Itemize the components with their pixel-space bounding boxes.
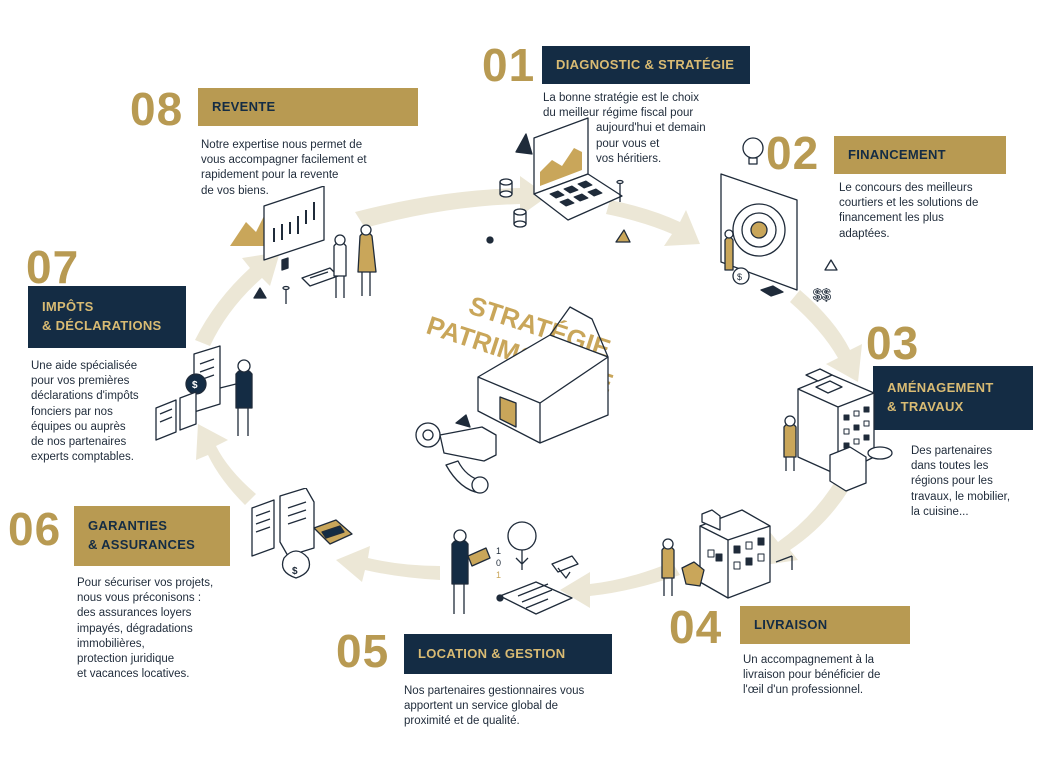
step-06-text-line: et vacances locatives. — [77, 668, 190, 681]
step-07-description: Une aide spécialisée pour vos premières … — [31, 359, 139, 465]
step-05-number: 05 — [336, 625, 390, 677]
step-06-label-text: GARANTIES — [88, 518, 168, 534]
step-05-label-text: LOCATION & GESTION — [418, 645, 566, 661]
step-08-text-line: de vos biens. — [201, 184, 269, 197]
step-04-description: Un accompagnement à la livraison pour bé… — [743, 653, 880, 699]
step-02-text-line: Le concours des meilleurs — [839, 182, 973, 194]
step-03-label: AMÉNAGEMENT & TRAVAUX — [873, 366, 1033, 430]
rental-keys-icon: 1 0 1 — [451, 521, 579, 615]
step-06-text-line: des assurances loyers — [77, 607, 192, 620]
step-01-text-line: vos héritiers. — [596, 152, 662, 165]
step-06-text-line: impayés, dégradations — [77, 622, 193, 635]
svg-text:1: 1 — [496, 546, 501, 556]
step-02-text-line: courtiers et les solutions de — [839, 197, 979, 210]
step-05-text-line: Nos partenaires gestionnaires vous — [404, 685, 585, 697]
step-04-text-line: l'œil d'un professionnel. — [743, 684, 864, 697]
step-01-description: La bonne stratégie est le choix du meill… — [543, 91, 706, 167]
step-02-text-line: adaptées. — [839, 227, 890, 240]
house-delivery-icon — [661, 509, 793, 599]
step-03-description: Des partenaires dans toutes les régions … — [911, 444, 1010, 520]
step-02-text-line: financement les plus — [839, 212, 944, 225]
step-08-label: REVENTE — [198, 88, 418, 126]
step-06-number: 06 — [8, 503, 62, 555]
svg-text:$: $ — [737, 272, 742, 282]
building-works-icon — [783, 368, 893, 492]
step-02-label-text: FINANCEMENT — [848, 146, 946, 162]
step-07-text-line: déclarations d'impôts — [31, 390, 139, 403]
step-07-text-line: fonciers par nos — [31, 405, 113, 418]
step-08-label-text: REVENTE — [212, 98, 276, 114]
step-03-text-line: régions pour les — [911, 475, 993, 488]
step-03-text-line: la cuisine... — [911, 505, 969, 518]
svg-text:0: 0 — [496, 558, 501, 568]
step-07-label-text: IMPÔTS — [42, 299, 94, 315]
step-04-text-line: Un accompagnement à la — [743, 654, 875, 666]
step-03-number: 03 — [866, 317, 920, 369]
step-06-label: GARANTIES & ASSURANCES — [74, 506, 230, 566]
step-01-text-line: du meilleur régime fiscal pour — [543, 107, 694, 120]
step-06-text-line: Pour sécuriser vos projets, — [77, 577, 214, 589]
step-07-text-line: experts comptables. — [31, 451, 134, 464]
step-01-text-line: aujourd'hui et demain — [596, 122, 706, 135]
step-01-text-line: La bonne stratégie est le choix — [543, 92, 699, 104]
step-08-description: Notre expertise nous permet de vous acco… — [201, 138, 367, 199]
step-02-number: 02 — [766, 127, 820, 179]
step-08-text-line: rapidement pour la revente — [201, 169, 339, 182]
svg-text:$: $ — [192, 380, 198, 391]
house-key-icon — [415, 306, 609, 494]
svg-text:1: 1 — [496, 570, 501, 580]
step-01-number: 01 — [482, 39, 536, 91]
step-04-label: LIVRAISON — [740, 606, 910, 644]
step-07-label: IMPÔTS & DÉCLARATIONS — [28, 286, 186, 348]
laptop-chart-icon — [486, 117, 631, 244]
step-04-label-text: LIVRAISON — [754, 616, 828, 632]
step-07-text-line: équipes ou auprès — [31, 420, 126, 433]
insurance-documents-icon: $ — [251, 488, 353, 579]
step-03-label-text-2: & TRAVAUX — [887, 399, 964, 414]
step-01-text-line: pour vous et — [596, 137, 660, 150]
step-07-text-line: de nos partenaires — [31, 436, 127, 449]
step-04-text-line: livraison pour bénéficier de — [743, 669, 881, 682]
step-08-text-line: Notre expertise nous permet de — [201, 139, 363, 151]
tax-declaration-icon: $ — [155, 345, 253, 441]
svg-text:$$: $$ — [813, 287, 831, 304]
step-03-text-line: travaux, le mobilier, — [911, 490, 1011, 503]
step-05-text-line: proximité et de qualité. — [404, 715, 520, 728]
step-01-label-text: DIAGNOSTIC & STRATÉGIE — [556, 56, 735, 72]
step-04-number: 04 — [669, 601, 723, 653]
step-08-number: 08 — [130, 83, 184, 135]
step-06-text-line: protection juridique — [77, 653, 175, 666]
step-07-text-line: Une aide spécialisée — [31, 360, 138, 372]
step-07-text-line: pour vos premières — [31, 375, 130, 388]
step-08-text-line: vous accompagner facilement et — [201, 154, 367, 167]
step-03-label-text: AMÉNAGEMENT — [887, 380, 994, 396]
step-06-label-text-2: & ASSURANCES — [88, 537, 196, 552]
step-03-text-line: dans toutes les — [911, 460, 989, 473]
step-05-text-line: apportent un service global de — [404, 700, 559, 713]
step-01-label: DIAGNOSTIC & STRATÉGIE — [542, 46, 750, 84]
lightbulb-target-icon: $ $$ — [720, 137, 838, 304]
step-02-label: FINANCEMENT — [834, 136, 1006, 174]
svg-text:$: $ — [292, 566, 298, 577]
resale-chart-icon — [230, 186, 377, 304]
step-02-description: Le concours des meilleurs courtiers et l… — [839, 181, 978, 242]
step-06-description: Pour sécuriser vos projets, nous vous pr… — [77, 576, 213, 682]
step-05-label: LOCATION & GESTION — [404, 634, 612, 674]
step-06-text-line: nous vous préconisons : — [77, 592, 202, 605]
step-07-number: 07 — [26, 241, 80, 293]
step-03-text-line: Des partenaires — [911, 445, 993, 457]
step-06-text-line: immobilières, — [77, 637, 145, 650]
step-07-label-text-2: & DÉCLARATIONS — [42, 318, 162, 333]
step-05-description: Nos partenaires gestionnaires vous appor… — [404, 684, 584, 730]
